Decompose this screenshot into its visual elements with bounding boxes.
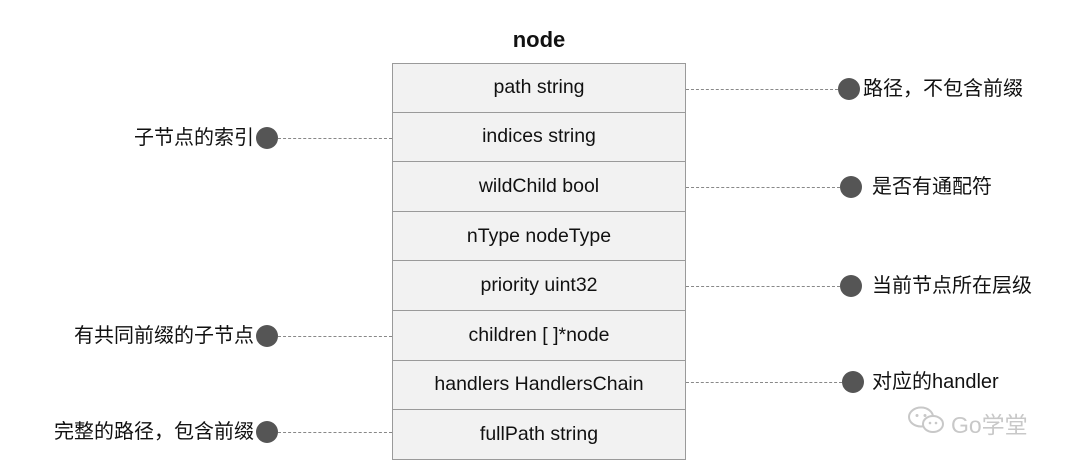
field-fullpath: fullPath string xyxy=(392,410,686,460)
connector-indices xyxy=(278,138,392,139)
connector-priority xyxy=(686,286,840,287)
field-handlers: handlers HandlersChain xyxy=(392,360,686,411)
field-children: children [ ]*node xyxy=(392,310,686,361)
annotation-indices: 子节点的索引 xyxy=(134,127,254,149)
annotation-path: 路径，不包含前缀 xyxy=(863,78,1023,100)
connector-fullpath xyxy=(278,432,392,433)
annotation-children: 有共同前缀的子节点 xyxy=(74,325,254,347)
annotation-dot-priority xyxy=(840,275,862,297)
annotation-dot-path xyxy=(838,78,860,100)
annotation-dot-wildchild xyxy=(840,176,862,198)
watermark: Go学堂 xyxy=(905,405,1028,441)
connector-wildchild xyxy=(686,187,840,188)
connector-children xyxy=(278,336,392,337)
annotation-dot-fullpath xyxy=(256,421,278,443)
node-struct-box: path string indices string wildChild boo… xyxy=(392,63,686,460)
connector-handlers xyxy=(686,382,842,383)
field-indices: indices string xyxy=(392,112,686,163)
annotation-fullpath: 完整的路径，包含前缀 xyxy=(54,421,254,443)
field-ntype: nType nodeType xyxy=(392,211,686,262)
wechat-icon xyxy=(905,405,951,441)
field-priority: priority uint32 xyxy=(392,261,686,311)
diagram-title: node xyxy=(512,27,566,52)
field-wildchild: wildChild bool xyxy=(392,162,686,212)
annotation-dot-children xyxy=(256,325,278,347)
annotation-priority: 当前节点所在层级 xyxy=(872,275,1032,297)
watermark-text: Go学堂 xyxy=(951,412,1028,438)
annotation-dot-indices xyxy=(256,127,278,149)
connector-path xyxy=(686,89,838,90)
annotation-dot-handlers xyxy=(842,371,864,393)
annotation-handlers: 对应的handler xyxy=(872,371,999,393)
annotation-wildchild: 是否有通配符 xyxy=(872,176,992,198)
field-path: path string xyxy=(392,63,686,113)
